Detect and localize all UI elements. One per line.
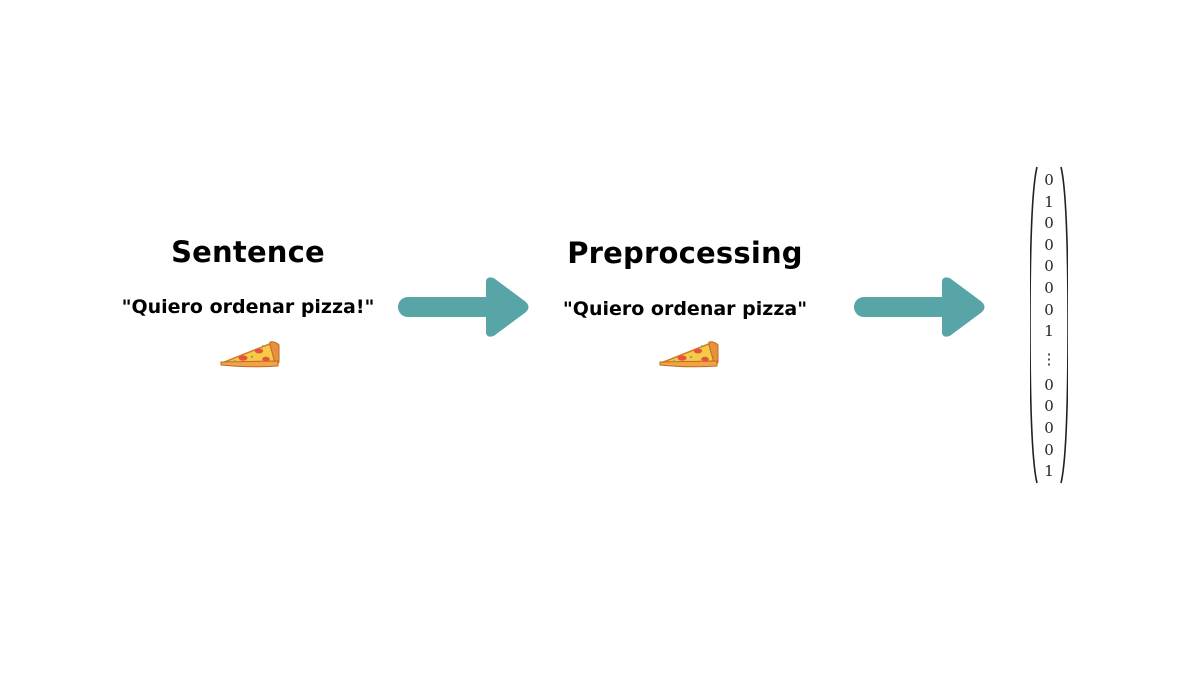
sentence-text: "Quiero ordenar pizza!"	[121, 296, 375, 318]
vector-entry: 1	[1044, 462, 1054, 481]
vector-entry: 0	[1044, 214, 1054, 233]
vector-entry: 0	[1044, 300, 1054, 319]
vector-entry: 1	[1044, 192, 1054, 211]
vector-entry: 0	[1044, 278, 1054, 297]
right-parenthesis	[1060, 166, 1068, 484]
pizza-icon	[220, 341, 280, 368]
vector-entry: 0	[1044, 171, 1054, 189]
output-vector: 0 1 0 0 0 0 0 1 ⋮ 0 0 0 0 1	[1030, 166, 1068, 486]
vector-entries: 0 1 0 0 0 0 0 1 ⋮ 0 0 0 0 1	[1038, 170, 1060, 483]
vector-entry: 0	[1044, 418, 1054, 437]
arrow-right-icon	[398, 277, 529, 337]
vector-entry: 1	[1044, 322, 1054, 341]
arrow-right-icon	[854, 277, 985, 337]
vector-entry: 0	[1044, 257, 1054, 276]
vector-entry: 0	[1044, 397, 1054, 416]
sentence-title: Sentence	[171, 235, 325, 269]
preprocessing-text: "Quiero ordenar pizza"	[562, 298, 808, 320]
pizza-icon	[659, 341, 719, 368]
vector-entry: 0	[1044, 375, 1054, 394]
vector-entry: 0	[1044, 235, 1054, 254]
preprocessing-title: Preprocessing	[567, 236, 803, 270]
vector-ellipsis: ⋮	[1041, 349, 1057, 368]
vector-entry: 0	[1044, 440, 1054, 459]
left-parenthesis	[1030, 166, 1038, 484]
